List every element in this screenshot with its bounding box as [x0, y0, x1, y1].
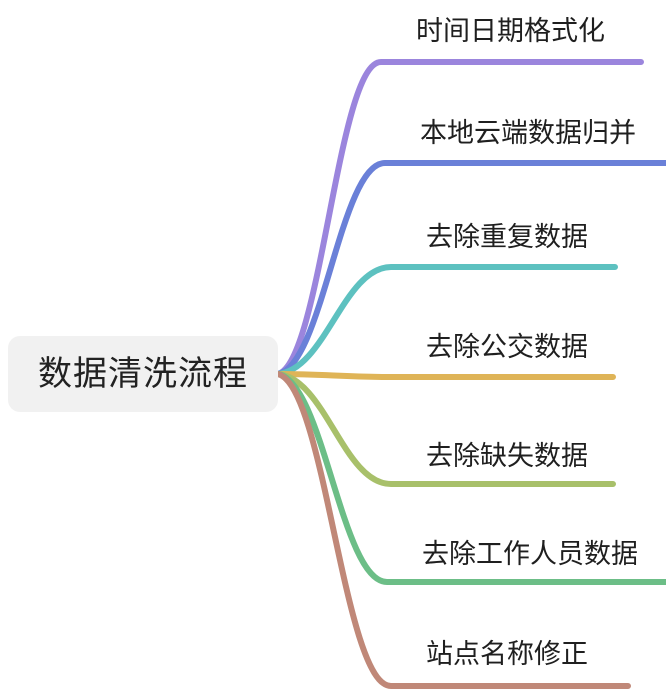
branch-label[interactable]: 本地云端数据归并 — [420, 118, 636, 149]
branch-connector — [275, 371, 616, 487]
branch-label[interactable]: 站点名称修正 — [426, 639, 588, 670]
branch-label[interactable]: 去除公交数据 — [426, 332, 588, 363]
branch-connector — [275, 264, 618, 377]
branch-connector — [275, 59, 644, 377]
branch-connector-group — [275, 59, 666, 689]
branch-connector — [275, 160, 666, 377]
branch-connector — [275, 371, 631, 689]
branch-connector — [275, 371, 616, 380]
root-node[interactable]: 数据清洗流程 — [8, 336, 278, 412]
branch-label[interactable]: 去除工作人员数据 — [422, 539, 638, 570]
root-node-label: 数据清洗流程 — [38, 354, 248, 394]
branch-label[interactable]: 去除缺失数据 — [426, 441, 588, 472]
branch-label[interactable]: 时间日期格式化 — [416, 16, 605, 47]
branch-label[interactable]: 去除重复数据 — [426, 222, 588, 253]
